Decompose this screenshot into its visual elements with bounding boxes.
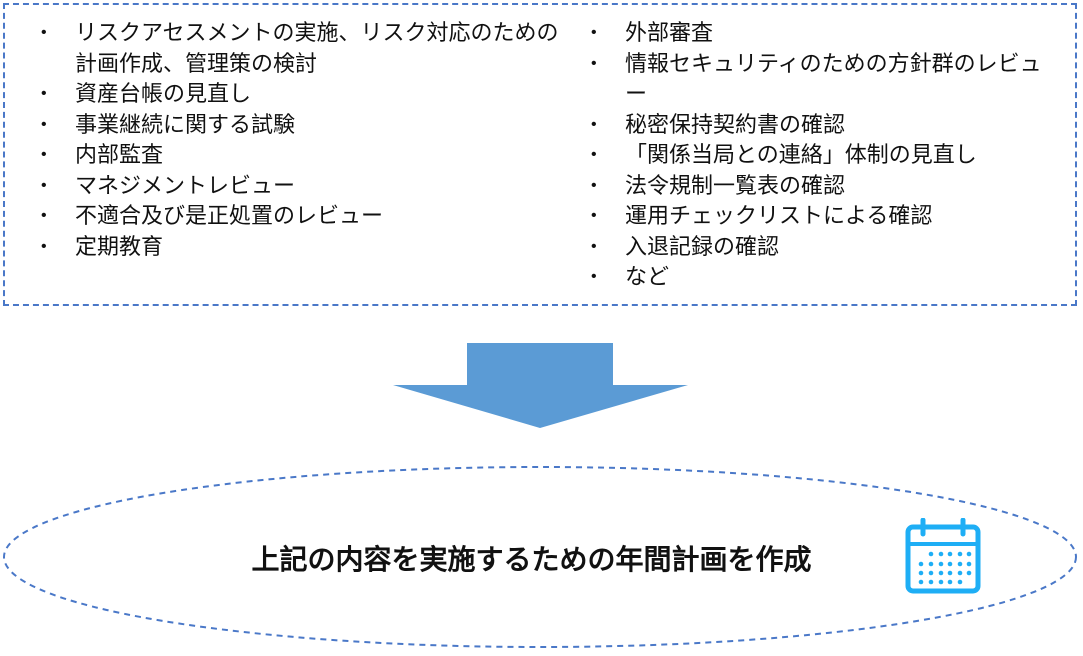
list-item: •マネジメントレビュー [41, 171, 575, 202]
list-item: •定期教育 [41, 232, 575, 263]
bullet: • [591, 176, 597, 194]
bullet: • [591, 54, 597, 72]
bullet: • [591, 146, 597, 163]
list-item: •内部監査 [41, 140, 575, 171]
bullet: • [41, 176, 47, 194]
bullet: • [591, 207, 597, 224]
bullet: • [591, 24, 597, 41]
list-item: •リスクアセスメントの実施、リスク対応のための計画作成、管理策の検討 [41, 20, 559, 76]
bullet: • [591, 268, 597, 285]
right-activity-list: •外部審査 •情報セキュリティのための方針群のレビュー •秘密保持契約書の確認 … [591, 18, 1065, 293]
bullet: • [41, 207, 47, 224]
bullet: • [41, 24, 47, 41]
list-item: •外部審査 [591, 18, 1065, 49]
bullet: • [41, 115, 47, 133]
list-item: •情報セキュリティのための方針群のレビュー [591, 50, 1042, 107]
bullet: • [41, 146, 47, 163]
list-item: •資産台帳の見直し [41, 79, 575, 110]
list-item: •運用チェックリストによる確認 [591, 201, 1065, 232]
list-item: •入退記録の確認 [591, 232, 1065, 263]
goal-text: 上記の内容を実施するための年間計画を作成 [251, 544, 812, 575]
bullet: • [591, 237, 597, 255]
list-item: •など [591, 262, 1065, 293]
list-item: •秘密保持契約書の確認 [591, 110, 1065, 141]
down-arrow [393, 343, 688, 428]
list-item: •「関係当局との連絡」体制の見直し [591, 140, 1065, 171]
list-item: •法令規制一覧表の確認 [591, 171, 1065, 202]
bullet: • [41, 237, 47, 255]
list-item: •不適合及び是正処置のレビュー [41, 201, 575, 232]
activity-list-box [3, 3, 1077, 306]
list-item: •事業継続に関する試験 [41, 110, 575, 141]
bullet: • [591, 115, 597, 133]
bullet: • [41, 85, 47, 102]
calendar-icon [905, 518, 981, 594]
goal-ellipse [3, 466, 1077, 648]
left-activity-list: •リスクアセスメントの実施、リスク対応のための計画作成、管理策の検討 •資産台帳… [41, 18, 575, 263]
